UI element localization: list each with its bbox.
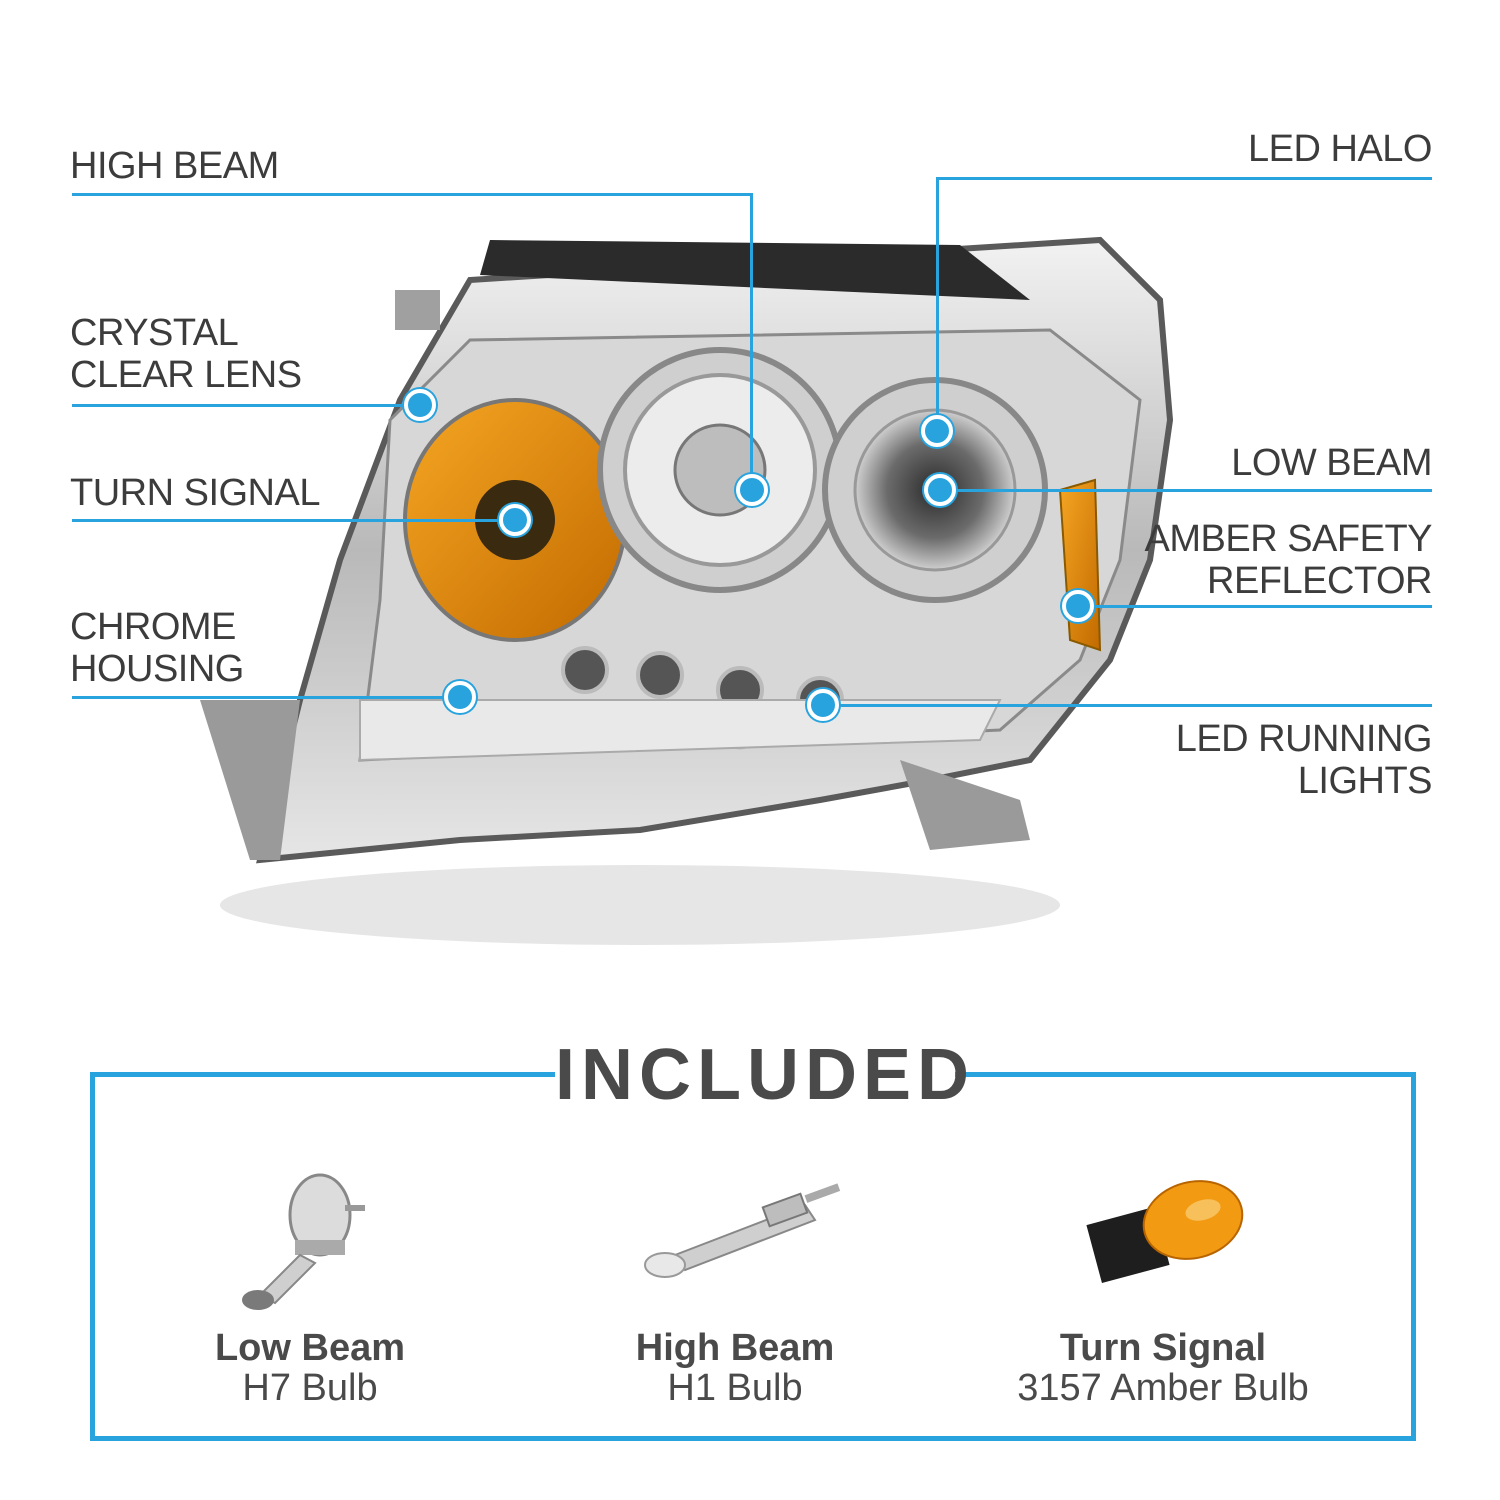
lead-line-led-halo xyxy=(937,177,1432,180)
included-item-high-beam: High Beam H1 Bulb xyxy=(535,1140,935,1408)
dot-led-running-lights xyxy=(807,689,839,721)
included-item-turn-signal: Turn Signal 3157 Amber Bulb xyxy=(963,1140,1363,1408)
shadow xyxy=(220,865,1060,945)
callout-crystal-clear-lens: CRYSTAL CLEAR LENS xyxy=(70,312,302,396)
lead-line-high-beam-vertical xyxy=(750,193,753,490)
included-title: INCLUDED xyxy=(555,1035,975,1115)
lead-line-chrome-housing xyxy=(72,696,460,699)
bulb-spec: H7 Bulb xyxy=(242,1367,378,1409)
bulb-name: High Beam xyxy=(635,1327,835,1369)
h1-bulb-image xyxy=(535,1140,935,1320)
callout-high-beam: HIGH BEAM xyxy=(70,145,279,187)
3157-amber-bulb-image xyxy=(963,1140,1363,1320)
callout-led-halo: LED HALO xyxy=(1248,128,1432,170)
lead-line-amber-safety-reflector xyxy=(1078,605,1432,608)
lead-line-crystal-clear-lens xyxy=(72,404,420,407)
dot-turn-signal xyxy=(499,504,531,536)
bulb-name: Low Beam xyxy=(214,1327,406,1369)
lead-line-led-running-lights xyxy=(823,704,1432,707)
bulb-spec: 3157 Amber Bulb xyxy=(1017,1367,1309,1409)
dot-chrome-housing xyxy=(444,681,476,713)
callout-turn-signal: TURN SIGNAL xyxy=(70,472,320,514)
h7-bulb-image xyxy=(110,1140,510,1320)
lead-line-turn-signal xyxy=(72,519,515,522)
callout-amber-safety-reflector: AMBER SAFETY REFLECTOR xyxy=(1144,518,1433,602)
bulb-spec: H1 Bulb xyxy=(667,1367,803,1409)
included-item-low-beam: Low Beam H7 Bulb xyxy=(110,1140,510,1408)
callout-led-running-lights: LED RUNNING LIGHTS xyxy=(1175,718,1433,802)
callout-chrome-housing: CHROME HOUSING xyxy=(70,606,244,690)
dot-crystal-clear-lens xyxy=(404,389,436,421)
dot-high-beam xyxy=(736,474,768,506)
dot-low-beam xyxy=(924,474,956,506)
dot-amber-safety-reflector xyxy=(1062,590,1094,622)
callout-low-beam: LOW BEAM xyxy=(1231,442,1432,484)
bulb-name: Turn Signal xyxy=(1059,1327,1267,1369)
dot-led-halo xyxy=(921,415,953,447)
lead-line-led-halo-vertical xyxy=(936,177,939,431)
lead-line-high-beam xyxy=(72,193,752,196)
lead-line-low-beam xyxy=(940,489,1432,492)
